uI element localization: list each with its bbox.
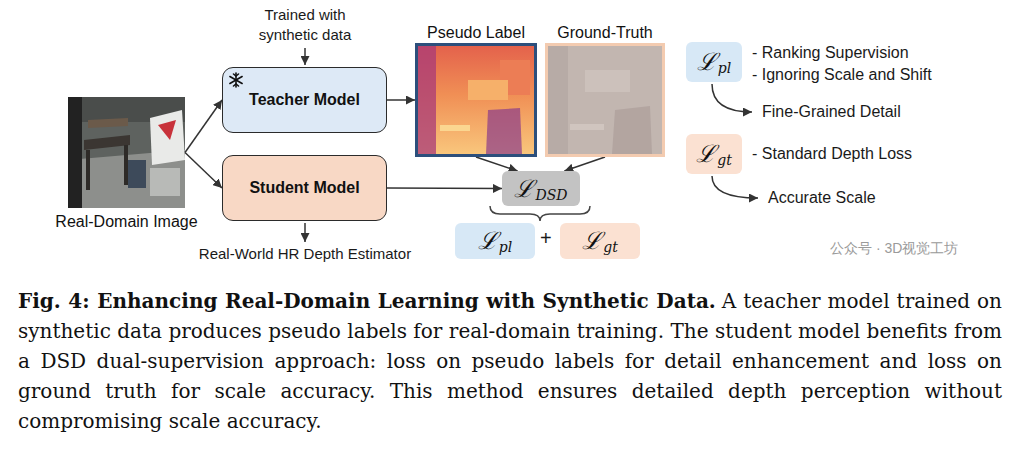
loss-symbol: ℒ <box>514 177 534 201</box>
pseudo-depth-map <box>500 60 530 95</box>
text-group: Student Model <box>249 179 359 197</box>
loss-note: - Ignoring Scale and Shift <box>752 66 932 84</box>
output-arrow <box>304 223 306 242</box>
real-photo <box>86 150 90 190</box>
text-group: ℒgt <box>582 229 618 253</box>
pl-loss-box: ℒpl <box>455 223 535 259</box>
pseudo-depth-map <box>486 108 522 154</box>
input-arrow <box>304 48 306 65</box>
real-photo <box>150 110 185 165</box>
dsd-loss-box: ℒDSD <box>502 171 580 206</box>
text-group: Teacher Model <box>249 91 360 109</box>
real-photo <box>158 120 176 140</box>
gt-loss-key: ℒgt <box>686 134 742 174</box>
effect-note: Fine-Grained Detail <box>762 103 901 121</box>
pseudo-depth-map <box>468 80 508 100</box>
loss-note: - Ranking Supervision <box>752 44 909 62</box>
box-label: Teacher Model <box>249 91 360 109</box>
image-title: Ground-Truth <box>557 24 652 42</box>
real-photo <box>68 150 185 208</box>
caption-title: Fig. 4: Enhancing Real-Domain Learning w… <box>18 289 716 313</box>
real-photo <box>150 168 180 196</box>
ground-truth-map <box>548 46 662 154</box>
real-photo <box>68 97 185 208</box>
ground-truth-map <box>548 46 662 154</box>
pseudo-depth-map <box>440 125 470 131</box>
pseudo-depth-map <box>418 46 534 154</box>
real-photo <box>124 145 128 185</box>
flow-arrow <box>564 157 605 171</box>
ground-truth-map <box>548 46 662 154</box>
ground-truth-map <box>585 70 630 92</box>
loss-symbol: ℒ <box>696 142 716 166</box>
gt-loss-box: ℒgt <box>560 223 640 259</box>
brace <box>490 206 590 221</box>
image-title: Real-Domain Image <box>55 213 197 231</box>
teacher-model-box: Teacher Model <box>222 67 387 133</box>
flow-arrow <box>387 187 502 189</box>
real-photo <box>68 97 185 208</box>
effect-arrow <box>712 84 752 112</box>
loss-subscript: pl <box>718 61 731 75</box>
flow-arrow <box>387 99 415 101</box>
pseudo-depth-map <box>418 46 436 154</box>
loss-subscript: gt <box>717 153 732 167</box>
image-title: Pseudo Label <box>427 24 525 42</box>
flow-arrow <box>185 100 222 153</box>
output-note: Real-World HR Depth Estimator <box>199 245 411 262</box>
effect-arrow <box>712 176 758 198</box>
pl-loss-key: ℒpl <box>686 42 742 82</box>
real-photo <box>84 135 130 150</box>
loss-symbol: ℒ <box>478 229 498 253</box>
brace <box>490 206 590 221</box>
real-photo <box>128 160 146 188</box>
loss-subscript: DSD <box>535 188 567 202</box>
real-photo <box>68 97 82 208</box>
loss-subscript: pl <box>499 240 512 254</box>
pseudo-label-map: Pseudo Label <box>415 43 537 157</box>
ground-truth-map <box>612 106 652 154</box>
plus-sign: + <box>540 227 552 250</box>
text-group: ℒgt <box>696 142 732 166</box>
output-arrow <box>304 223 306 242</box>
input-arrow <box>304 48 306 65</box>
real-photo <box>88 118 128 128</box>
figure-caption: Fig. 4: Enhancing Real-Domain Learning w… <box>18 286 1002 436</box>
box-label: Student Model <box>249 179 359 197</box>
training-note: Trained with synthetic data <box>240 5 370 45</box>
watermark: 公众号 · 3D视觉工坊 <box>830 240 958 258</box>
text-group: ℒpl <box>478 229 512 253</box>
effect-note: Accurate Scale <box>768 189 876 207</box>
loss-symbol: ℒ <box>697 50 717 74</box>
flow-arrow <box>476 157 518 171</box>
ground-truth-map <box>548 46 568 154</box>
pseudo-depth-map <box>418 46 534 154</box>
input-image: Real-Domain Image <box>68 97 185 208</box>
flow-arrow <box>185 153 222 189</box>
ground-truth-map <box>570 124 604 130</box>
loss-symbol: ℒ <box>582 229 602 253</box>
ground-truth-map: Ground-Truth <box>545 43 665 157</box>
text-group: ℒDSD <box>514 177 567 201</box>
real-photo <box>82 97 185 122</box>
loss-note: - Standard Depth Loss <box>752 145 912 163</box>
text-group: ℒpl <box>697 50 731 74</box>
student-model-box: Student Model <box>222 155 387 221</box>
loss-subscript: gt <box>603 240 618 254</box>
